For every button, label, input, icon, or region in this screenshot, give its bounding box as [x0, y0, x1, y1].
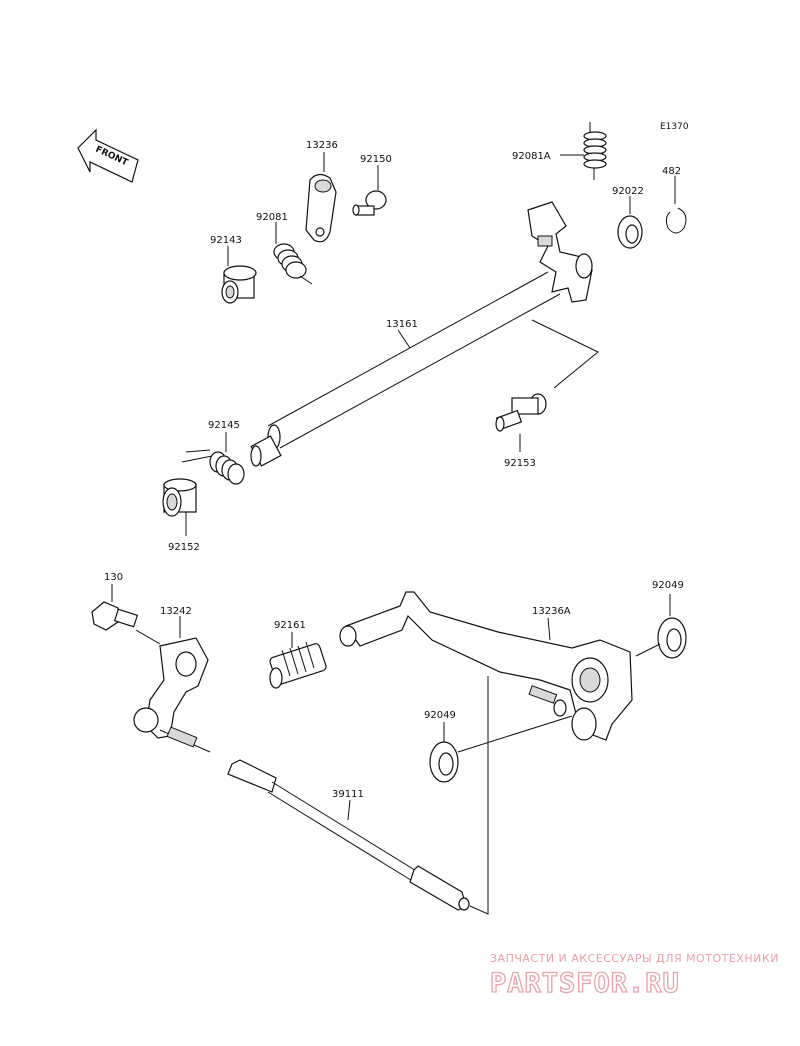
label-92161: 92161 [274, 620, 306, 631]
label-92153: 92153 [504, 458, 536, 469]
part-92022-washer [617, 215, 643, 249]
part-92049-washer-left [429, 741, 459, 783]
watermark-tagline: ЗАПЧАСТИ И АКСЕССУАРЫ ДЛЯ МОТОТЕХНИКИ [490, 952, 779, 965]
part-92152-bush [162, 478, 197, 517]
front-arrow-icon: FRONT [77, 128, 139, 183]
label-92081: 92081 [256, 212, 288, 223]
part-13242-lever [133, 637, 209, 739]
part-pedal-bolt [528, 685, 567, 717]
label-13242: 13242 [160, 606, 192, 617]
part-92150-bolt [352, 190, 387, 216]
part-92081A-spring [583, 122, 607, 180]
label-92049-left: 92049 [424, 710, 456, 721]
part-92145-spring [181, 449, 245, 485]
diagram-code: E1370 [660, 122, 689, 132]
label-92049-right: 92049 [652, 580, 684, 591]
label-13161: 13161 [386, 319, 418, 330]
label-92145: 92145 [208, 420, 240, 431]
label-92152: 92152 [168, 542, 200, 553]
watermark-brand: PARTSFOR.RU [490, 968, 680, 999]
part-92153-bolt [495, 393, 547, 432]
part-130-bolt [91, 601, 139, 631]
label-482: 482 [662, 166, 681, 177]
label-130: 130 [104, 572, 123, 583]
part-13161-shaft [250, 201, 593, 467]
label-13236: 13236 [306, 140, 338, 151]
label-92143: 92143 [210, 235, 242, 246]
part-13236-arm [305, 173, 337, 243]
part-92143-collar [221, 265, 257, 304]
label-92022: 92022 [612, 186, 644, 197]
label-92081A: 92081A [512, 151, 551, 162]
part-13236A-pedal [339, 591, 633, 741]
label-39111: 39111 [332, 789, 364, 800]
part-92049-washer-right [657, 617, 687, 659]
label-92150: 92150 [360, 154, 392, 165]
part-39111-tie-rod [159, 726, 470, 911]
label-13236A: 13236A [532, 606, 571, 617]
part-92081-spring [273, 243, 313, 285]
part-92161-rubber [269, 641, 327, 689]
part-482-circlip [665, 207, 687, 234]
